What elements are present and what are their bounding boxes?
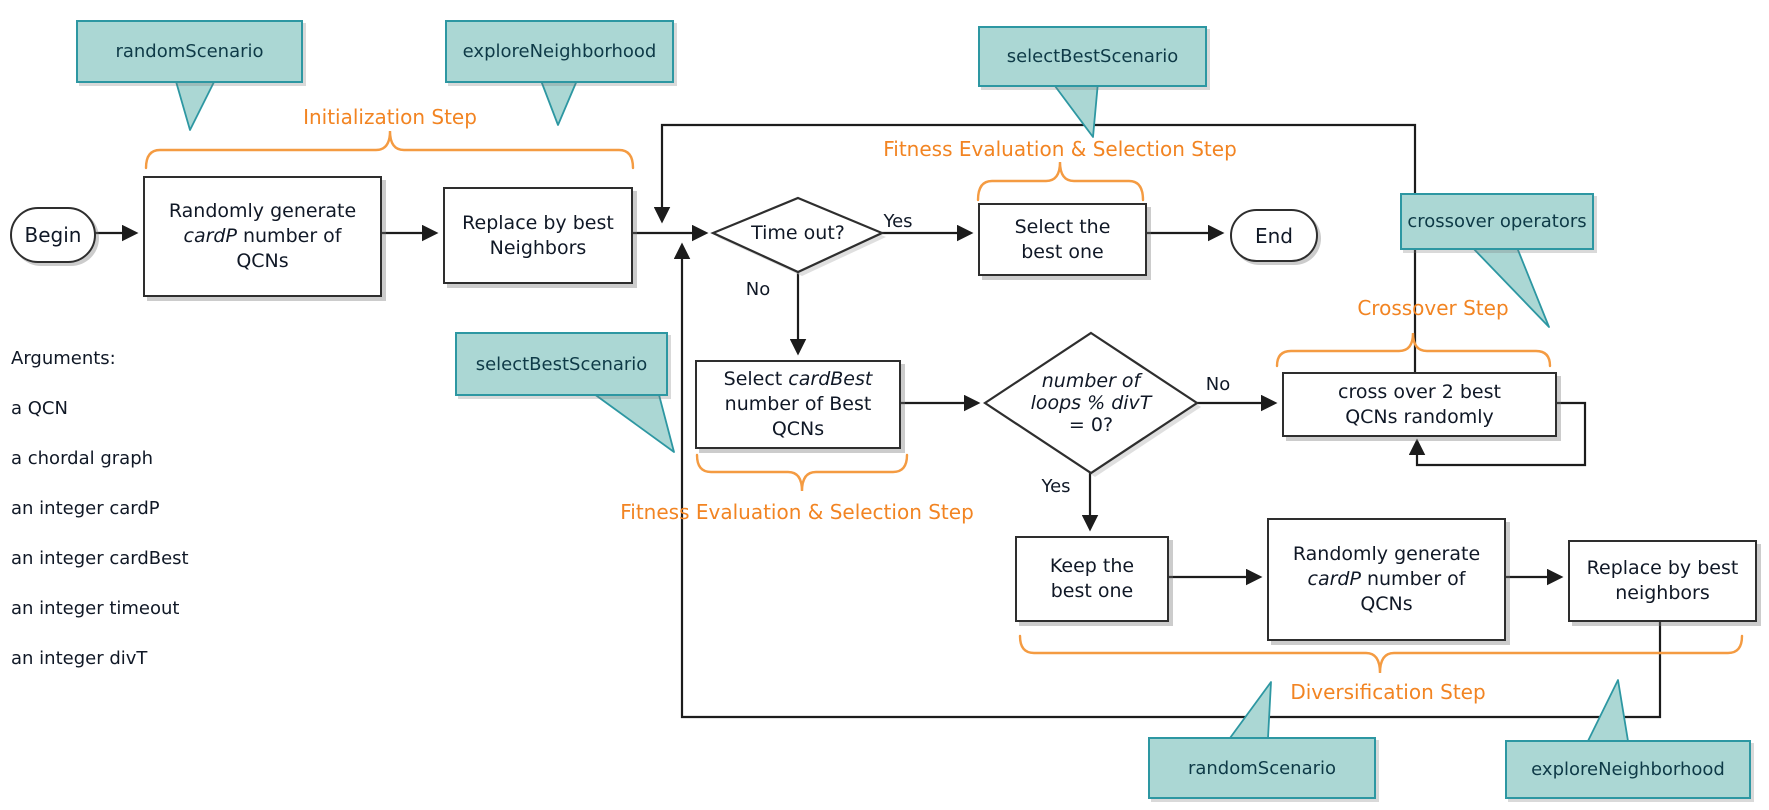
timeout-yes-label: Yes bbox=[870, 211, 926, 232]
diversification-step-text: Diversification Step bbox=[1290, 680, 1486, 704]
loops-no-label: No bbox=[1190, 374, 1246, 395]
tail-random-scenario-top bbox=[174, 77, 217, 131]
timeout-no-text: No bbox=[745, 279, 771, 300]
diversification-step-label: Diversification Step bbox=[1258, 680, 1518, 704]
argument-item: an integer cardBest bbox=[11, 548, 189, 569]
argument-item: a chordal graph bbox=[11, 448, 154, 469]
fitness-step-mid-label: Fitness Evaluation & Selection Step bbox=[567, 500, 1027, 524]
callout-crossover-operators: crossover operators bbox=[1400, 193, 1594, 250]
callout-random-scenario-bottom: randomScenario bbox=[1148, 737, 1376, 799]
crossover-step-text: Crossover Step bbox=[1357, 296, 1509, 320]
callout-select-best-scenario-top-text: selectBestScenario bbox=[1006, 46, 1179, 67]
callout-explore-neighborhood-top: exploreNeighborhood bbox=[445, 20, 674, 83]
timeout-question-text: Time out? bbox=[723, 208, 873, 258]
tail-select-best-scenario-top bbox=[1051, 81, 1099, 138]
callout-random-scenario-top-text: randomScenario bbox=[115, 41, 264, 62]
argument-item: a QCN bbox=[11, 398, 68, 419]
initialization-step-text: Initialization Step bbox=[303, 105, 477, 129]
callout-explore-neighborhood-bottom: exploreNeighborhood bbox=[1505, 740, 1751, 799]
loops-diamond bbox=[983, 331, 1199, 475]
arguments-list: Arguments: a QCN a chordal graph an inte… bbox=[11, 321, 189, 696]
callout-random-scenario-bottom-text: randomScenario bbox=[1187, 757, 1337, 779]
crossover-step-label: Crossover Step bbox=[1308, 296, 1558, 320]
callout-random-scenario-top: randomScenario bbox=[76, 20, 303, 83]
initialization-step-label: Initialization Step bbox=[240, 105, 540, 129]
callout-select-best-scenario-mid-text: selectBestScenario bbox=[475, 353, 648, 375]
fitness-step-top-label: Fitness Evaluation & Selection Step bbox=[830, 137, 1290, 161]
timeout-no-label: No bbox=[730, 279, 786, 300]
end-terminal: End bbox=[1230, 209, 1318, 262]
callout-explore-neighborhood-bottom-text: exploreNeighborhood bbox=[1531, 759, 1725, 780]
loops-yes-label: Yes bbox=[1028, 476, 1084, 497]
arguments-heading: Arguments: bbox=[11, 348, 116, 369]
brace-crossover bbox=[1275, 332, 1552, 368]
end-label: End bbox=[1254, 223, 1293, 248]
edge-crossover-selfloop bbox=[1408, 401, 1587, 467]
brace-fitness-top bbox=[976, 161, 1145, 202]
timeout-diamond bbox=[710, 196, 885, 274]
brace-diversification bbox=[1018, 634, 1744, 674]
timeout-yes-text: Yes bbox=[883, 211, 913, 232]
timeout-question-label: Time out? bbox=[751, 222, 845, 244]
fitness-step-top-text: Fitness Evaluation & Selection Step bbox=[883, 137, 1237, 161]
edge-diversification-loopback bbox=[673, 242, 1662, 719]
callout-crossover-operators-text: crossover operators bbox=[1407, 211, 1587, 232]
tail-explore-neighborhood-top bbox=[539, 77, 579, 126]
begin-terminal: Begin bbox=[10, 207, 96, 263]
loops-yes-text: Yes bbox=[1041, 476, 1071, 497]
brace-fitness-mid bbox=[695, 453, 909, 492]
tail-explore-neighborhood-bottom bbox=[1587, 679, 1629, 742]
tail-select-best-scenario-mid bbox=[589, 390, 675, 453]
argument-item: an integer divT bbox=[11, 648, 148, 669]
argument-item: an integer cardP bbox=[11, 498, 160, 519]
begin-label: Begin bbox=[24, 223, 82, 247]
fitness-step-mid-text: Fitness Evaluation & Selection Step bbox=[620, 500, 974, 524]
argument-item: an integer timeout bbox=[11, 598, 180, 619]
callout-select-best-scenario-mid: selectBestScenario bbox=[455, 332, 668, 396]
callout-select-best-scenario-top: selectBestScenario bbox=[978, 26, 1207, 87]
loops-no-text: No bbox=[1205, 374, 1231, 395]
callout-explore-neighborhood-top-text: exploreNeighborhood bbox=[462, 41, 657, 62]
brace-initialization bbox=[144, 130, 635, 170]
